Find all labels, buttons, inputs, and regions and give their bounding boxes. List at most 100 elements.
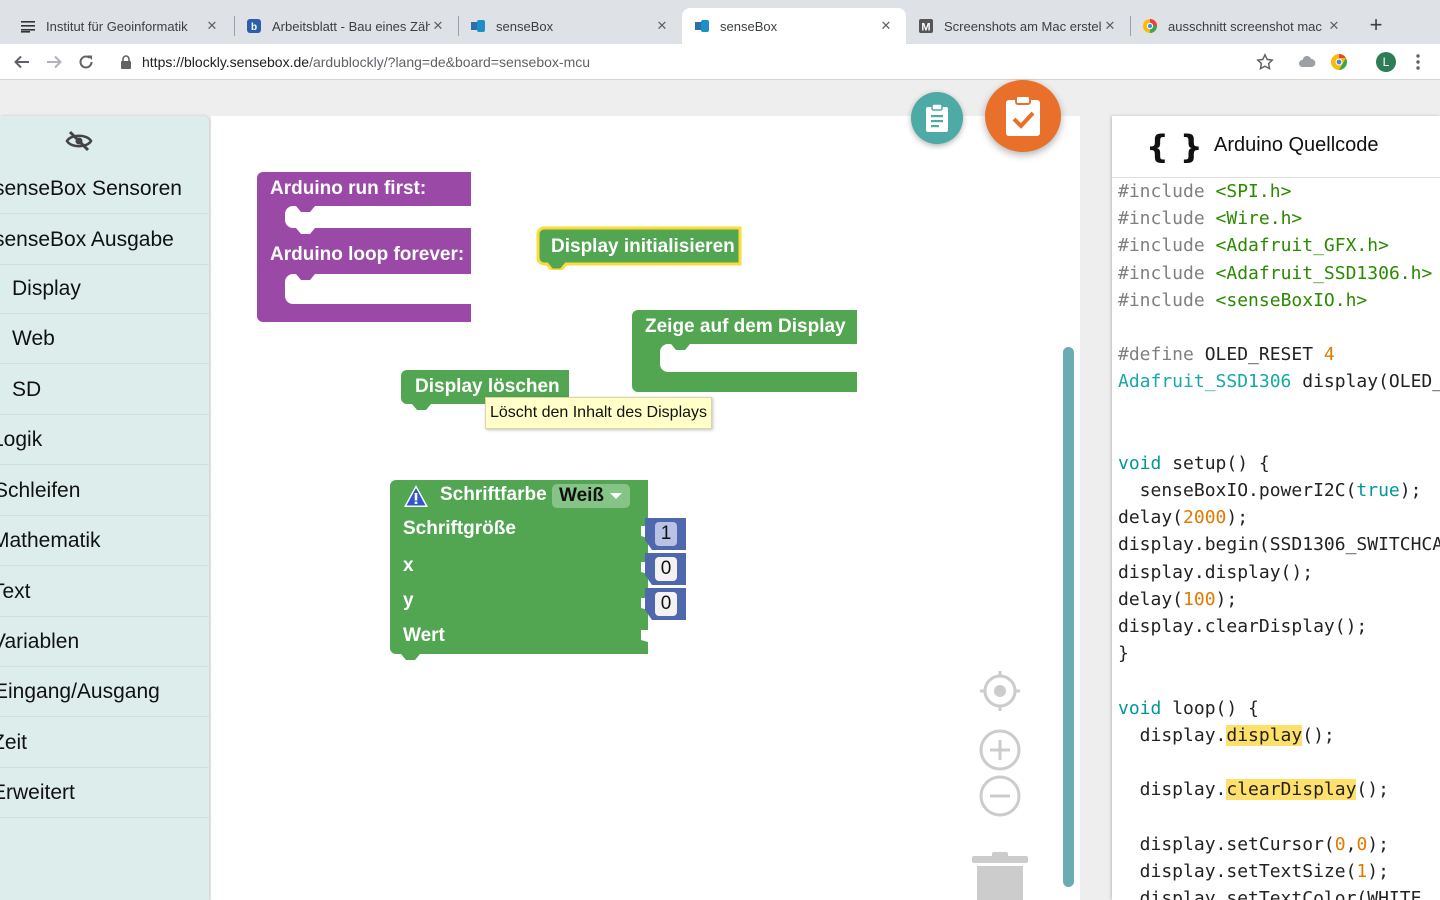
verify-code-button[interactable]	[985, 80, 1061, 152]
tab-title: senseBox	[720, 18, 778, 34]
code-line: #include <Adafruit_GFX.h>	[1118, 235, 1389, 257]
display-clear-label: Display löschen	[415, 376, 560, 397]
trash-can[interactable]	[968, 852, 1032, 900]
bookmark-star-button[interactable]	[1253, 50, 1277, 74]
close-icon[interactable]: ✕	[1104, 18, 1116, 33]
x-number-field[interactable]: 0	[655, 557, 677, 581]
tab-title: ausschnitt screenshot mac -	[1168, 18, 1326, 34]
tab-google[interactable]: ausschnitt screenshot mac - ✕	[1130, 8, 1354, 44]
block-shape	[257, 172, 471, 322]
code-line: senseBoxIO.powerI2C(true);	[1118, 480, 1422, 502]
value-label: Wert	[403, 625, 445, 646]
category-web[interactable]: Web	[0, 314, 209, 364]
zoom-out-button[interactable]	[978, 774, 1022, 818]
y-number-field[interactable]: 0	[655, 592, 677, 616]
code-line: display.setTextColor(WHITE,	[1118, 887, 1433, 900]
copy-code-button[interactable]	[911, 92, 963, 144]
category-eingang-ausgang[interactable]: Eingang/Ausgang	[0, 667, 209, 717]
chrome-extension-button[interactable]	[1327, 50, 1351, 74]
code-line	[1118, 749, 1440, 776]
zoom-in-button[interactable]	[978, 728, 1022, 772]
font-size-number-field[interactable]: 1	[655, 522, 677, 546]
tab-institut[interactable]: Institut für Geoinformatik ✕	[8, 8, 232, 44]
close-icon[interactable]: ✕	[1328, 18, 1340, 33]
reload-button[interactable]	[72, 48, 100, 76]
category-erweitert[interactable]: Erweitert	[0, 768, 209, 818]
clipboard-icon	[926, 103, 948, 132]
hide-toolbox-button[interactable]	[64, 126, 94, 156]
x-value: 0	[660, 558, 672, 579]
code-line: display.begin(SSD1306_SWITCHCA	[1118, 534, 1440, 556]
warning-icon[interactable]	[403, 484, 429, 508]
tooltip-text: Löscht den Inhalt des Displays	[490, 404, 708, 421]
display-init-label: Display initialisieren	[551, 236, 735, 257]
category-sensebox-ausgabe[interactable]: senseBox Ausgabe	[0, 215, 209, 265]
category-label: Web	[12, 326, 55, 350]
code-line: display.display();	[1118, 561, 1314, 583]
tab-separator	[458, 16, 459, 36]
list-icon	[20, 18, 36, 34]
close-icon[interactable]: ✕	[880, 18, 892, 33]
category-text[interactable]: Text	[0, 567, 209, 617]
code-line: #include <Wire.h>	[1118, 208, 1303, 230]
blockly-workspace[interactable]: Arduino run first: Arduino loop forever:…	[211, 116, 1080, 900]
category-variablen[interactable]: Variablen	[0, 617, 209, 667]
close-icon[interactable]: ✕	[656, 18, 668, 33]
category-schleifen[interactable]: Schleifen	[0, 466, 209, 516]
display-show-label: Zeige auf dem Display	[645, 316, 846, 337]
zoom-reset-button[interactable]	[978, 669, 1022, 713]
code-line: }	[1118, 643, 1129, 665]
code-line	[1118, 803, 1440, 830]
google-icon	[1142, 18, 1158, 34]
plus-circle-icon	[979, 729, 1021, 771]
tab-arbeitsblatt[interactable]: b Arbeitsblatt - Bau eines Zäh ✕	[234, 8, 458, 44]
code-line: display.setCursor(0,0);	[1118, 833, 1389, 855]
code-line: display.setTextSize(1);	[1118, 860, 1389, 882]
code-line: #define OLED_RESET 4	[1118, 344, 1335, 366]
code-line	[1118, 314, 1440, 341]
url-host: https://blockly.sensebox.de	[142, 54, 310, 70]
category-label: SD	[12, 377, 42, 401]
category-logik[interactable]: Logik	[0, 415, 209, 465]
category-label: Display	[12, 276, 81, 300]
font-color-dropdown[interactable]: Weiß	[552, 484, 630, 508]
category-sensebox-sensoren[interactable]: senseBox Sensoren	[0, 164, 209, 214]
category-label: senseBox Ausgabe	[0, 227, 174, 251]
new-tab-button[interactable]: +	[1369, 12, 1383, 37]
cloud-extension-button[interactable]	[1295, 50, 1319, 74]
back-button[interactable]	[8, 48, 36, 76]
display-init-block[interactable]: Display initialisieren	[536, 226, 744, 270]
svg-text:M: M	[921, 22, 930, 34]
workspace-scrollbar[interactable]	[1063, 347, 1074, 887]
code-line: void loop() {	[1118, 697, 1259, 719]
close-icon[interactable]: ✕	[432, 18, 444, 33]
forward-button[interactable]	[40, 48, 68, 76]
category-zeit[interactable]: Zeit	[0, 718, 209, 768]
tab-screenshots[interactable]: M Screenshots am Mac erstelle ✕	[906, 8, 1130, 44]
address-bar[interactable]: https://blockly.sensebox.de/ardublockly/…	[108, 47, 1284, 77]
code-line: #include <senseBoxIO.h>	[1118, 289, 1368, 311]
tab-sensebox-1[interactable]: senseBox ✕	[458, 8, 682, 44]
code-line: #include <SPI.h>	[1118, 181, 1292, 202]
browser-menu-button[interactable]	[1406, 50, 1430, 74]
profile-avatar[interactable]: L	[1374, 50, 1398, 74]
arduino-code-panel: { } Arduino Quellcode #include <SPI.h> #…	[1112, 116, 1440, 900]
close-icon[interactable]: ✕	[206, 18, 218, 33]
kebab-menu-icon	[1416, 54, 1420, 70]
code-listing[interactable]: #include <SPI.h> #include <Wire.h> #incl…	[1118, 178, 1440, 900]
block-shape	[536, 226, 742, 270]
document-icon: b	[246, 18, 262, 34]
tab-sensebox-active[interactable]: senseBox ✕	[682, 8, 906, 44]
crosshair-icon	[980, 671, 1020, 711]
code-line	[1118, 423, 1440, 450]
ardublockly-app: senseBox Sensoren senseBox Ausgabe Displ…	[0, 80, 1440, 900]
display-text-block[interactable]: Schriftfarbe Weiß Schriftgröße x y Wert …	[390, 480, 690, 660]
category-display[interactable]: Display	[0, 264, 209, 314]
tab-strip: Institut für Geoinformatik ✕ b Arbeitsbl…	[0, 0, 1440, 44]
category-sd[interactable]: SD	[0, 365, 209, 415]
star-icon	[1256, 53, 1274, 70]
category-mathematik[interactable]: Mathematik	[0, 516, 209, 566]
display-show-block[interactable]: Zeige auf dem Display	[632, 310, 857, 392]
arduino-setup-loop-block[interactable]: Arduino run first: Arduino loop forever:	[257, 172, 471, 322]
sensebox-icon	[470, 18, 486, 34]
